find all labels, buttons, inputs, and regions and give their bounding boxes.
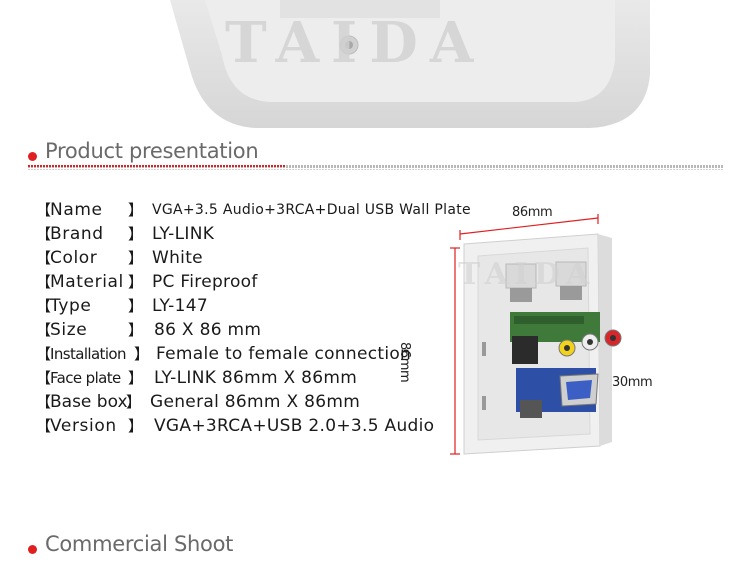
spec-key: Color: [50, 248, 98, 268]
spec-value: VGA+3.5 Audio+3RCA+Dual USB Wall Plate: [152, 202, 471, 218]
spec-row-installation: 【 Installation 】 Female to female connec…: [36, 344, 412, 364]
spec-key: Base box: [50, 392, 128, 412]
section-title: Commercial Shoot: [45, 532, 234, 556]
spec-value: LY-LINK: [152, 224, 215, 244]
dimension-depth-label: 30mm: [612, 375, 653, 390]
spec-key: Face plate: [50, 369, 121, 387]
bullet-dot-icon: [28, 152, 37, 161]
top-product-photo: TAIDA: [170, 0, 650, 128]
spec-row-version: 【 Version 】 VGA+3RCA+USB 2.0+3.5 Audio: [36, 416, 435, 436]
spec-key: Name: [50, 200, 103, 220]
section-title: Product presentation: [45, 139, 259, 163]
spec-row-base-box: 【 Base box 】 General 86mm X 86mm: [36, 392, 361, 412]
spec-key: Version: [50, 416, 117, 436]
spec-key: Material: [50, 272, 124, 292]
top-watermark: TAIDA: [225, 10, 485, 76]
spec-value: LY-LINK 86mm X 86mm: [154, 368, 358, 388]
spec-key: Brand: [50, 224, 104, 244]
spec-row-size: 【 Size 】 86 X 86 mm: [36, 320, 262, 340]
spec-list: 【 Name 】 VGA+3.5 Audio+3RCA+Dual USB Wal…: [36, 198, 476, 438]
spec-value: Female to female connection: [156, 344, 412, 364]
section-product-presentation: Product presentation: [28, 139, 728, 170]
wall-plate-illustration: TAIDA: [450, 214, 622, 455]
spec-key: Type: [50, 296, 92, 316]
section-divider: [28, 165, 724, 170]
spec-value: PC Fireproof: [152, 272, 258, 292]
spec-value: 86 X 86 mm: [154, 320, 262, 340]
spec-row-material: 【 Material 】 PC Fireproof: [36, 272, 258, 292]
spec-value: LY-147: [152, 296, 208, 316]
figure-watermark: TAIDA: [458, 257, 595, 292]
spec-value: VGA+3RCA+USB 2.0+3.5 Audio: [154, 416, 435, 436]
spec-row-color: 【 Color 】 White: [36, 248, 203, 268]
spec-row-brand: 【 Brand 】 LY-LINK: [36, 224, 215, 244]
dimension-width-label: 86mm: [512, 205, 553, 220]
dimension-height-label: 86mm: [397, 342, 412, 383]
spec-value: White: [152, 248, 203, 268]
spec-row-name: 【 Name 】 VGA+3.5 Audio+3RCA+Dual USB Wal…: [36, 200, 471, 220]
spec-row-type: 【 Type 】 LY-147: [36, 296, 208, 316]
spec-row-face-plate: 【 Face plate 】 LY-LINK 86mm X 86mm: [36, 368, 358, 388]
section-commercial-shoot: Commercial Shoot: [28, 532, 728, 562]
spec-key: Installation: [50, 345, 126, 363]
bullet-dot-icon: [28, 545, 37, 554]
product-figure: TAIDA 86mm 86mm 30mm: [397, 196, 680, 466]
spec-value: General 86mm X 86mm: [150, 392, 361, 412]
spec-key: Size: [50, 320, 88, 340]
